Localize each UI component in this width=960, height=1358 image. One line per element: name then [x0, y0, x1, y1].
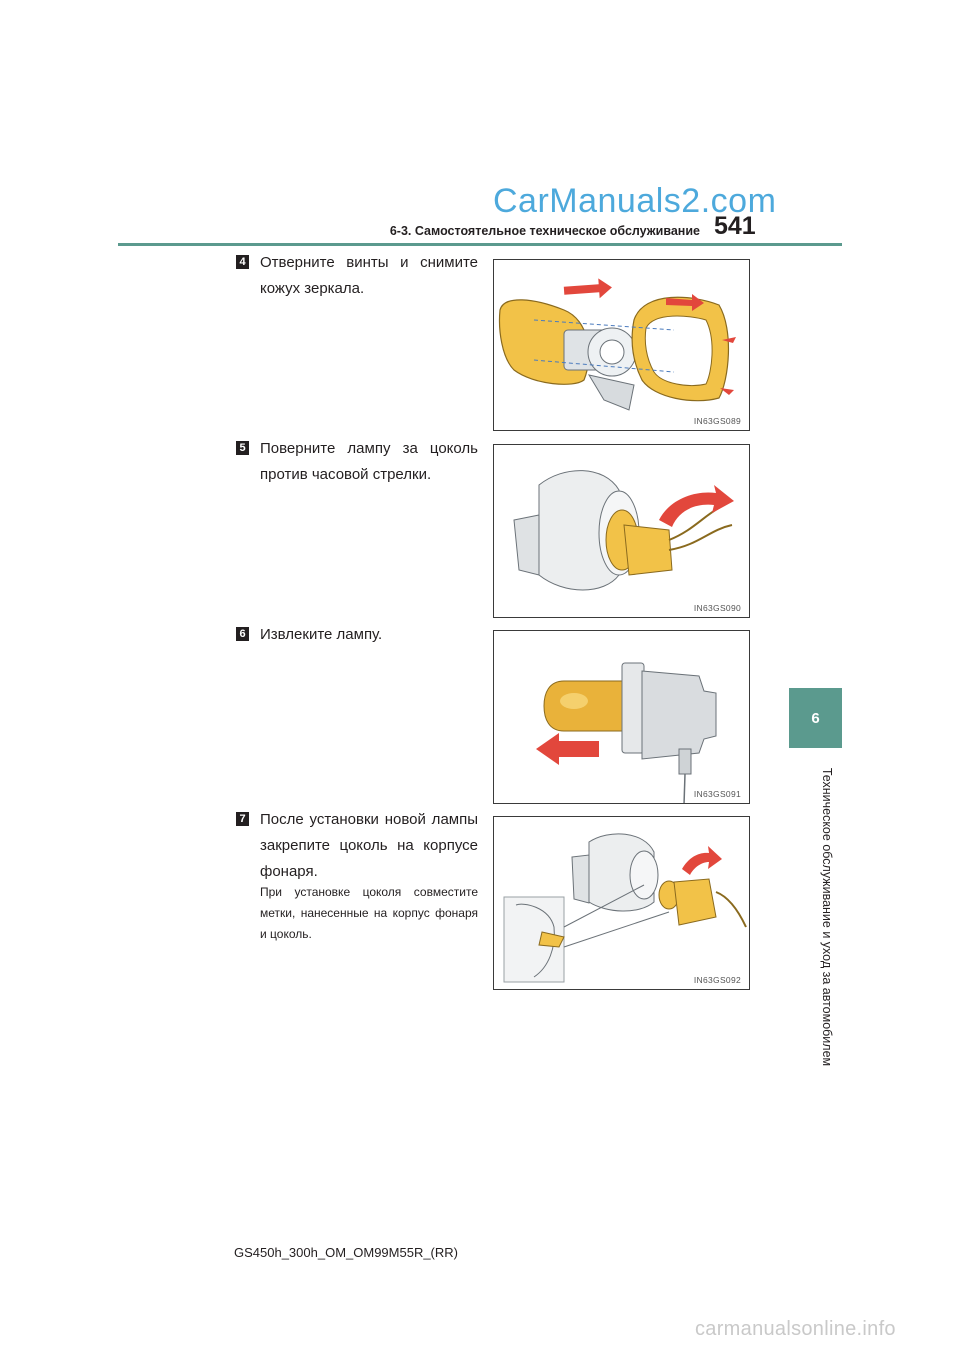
header-rule: [118, 243, 842, 246]
figure-code: IN63GS090: [693, 603, 741, 613]
figure-install-socket: IN63GS092: [493, 816, 750, 990]
chapter-title: Техническое обслуживание и уход за автом…: [820, 767, 834, 1067]
watermark-top: CarManuals2.com: [493, 182, 777, 220]
watermark-bottom: carmanualsonline.info: [695, 1318, 896, 1340]
step-badge-4: 4: [236, 255, 249, 269]
section-title: 6-3. Самостоятельное техническое обслужи…: [389, 224, 700, 238]
figure-code: IN63GS089: [693, 416, 741, 426]
chapter-tab[interactable]: 6: [789, 688, 842, 748]
figure-code: IN63GS092: [693, 975, 741, 985]
figure-code: IN63GS091: [693, 789, 741, 799]
step-text-4: Отверните винты и снимите кожух зеркала.: [260, 254, 478, 297]
page-number: 541: [714, 212, 756, 240]
step-text-6: Извлеките лампу.: [260, 626, 383, 643]
figure-remove-bulb: IN63GS091: [493, 630, 750, 804]
figure-mirror-cover: IN63GS089: [493, 259, 750, 431]
chapter-title-vertical: Техническое обслуживание и уход за автом…: [817, 752, 837, 1082]
step-note-7: При установке цоколя совместите метки, н…: [260, 885, 478, 941]
step-text-5: Поверните лампу за цоколь против часовой…: [260, 440, 478, 483]
step-badge-7: 7: [236, 812, 249, 826]
step-text-7: После установки новой лампы закрепите цо…: [260, 811, 478, 880]
figure-turn-socket: IN63GS090: [493, 444, 750, 618]
document-code: GS450h_300h_OM_OM99M55R_(RR): [234, 1245, 458, 1260]
step-badge-5: 5: [236, 441, 249, 455]
step-badge-6: 6: [236, 627, 249, 641]
